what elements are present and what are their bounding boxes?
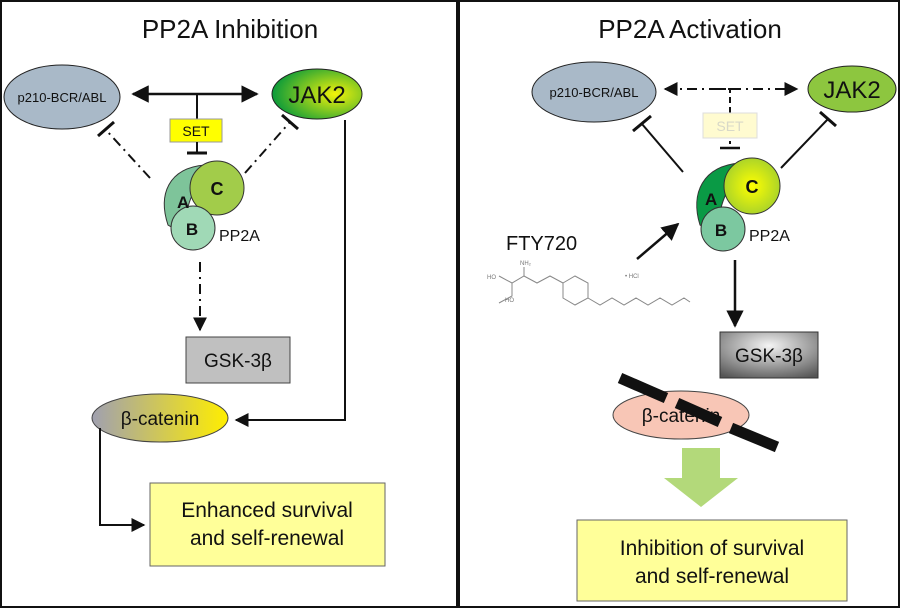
pp2a-c-label: C (746, 177, 759, 197)
green-block-arrow (664, 448, 738, 507)
beta-catenin-outcome-arrow (99, 428, 146, 532)
pp2a-complex-right: A C B PP2A (696, 157, 790, 252)
pp2a-p210-inhibit-line (641, 123, 684, 173)
right-title: PP2A Activation (598, 14, 782, 44)
p210-node: p210-BCR/ABL (3, 64, 121, 130)
fty720-structure: NH₂ HO HO • HCl (487, 261, 691, 306)
gsk-label: GSK-3β (735, 346, 803, 367)
gsk-node: GSK-3β (185, 336, 291, 384)
jak2-inhibit-bar-right (819, 110, 837, 128)
left-title: PP2A Inhibition (142, 14, 318, 44)
p210-label: p210-BCR/ABL (550, 85, 639, 100)
pp2a-a-label: A (177, 193, 189, 212)
pp2a-complex: A C B PP2A (163, 160, 260, 251)
beta-catenin-label: β-catenin (121, 409, 200, 430)
gsk-node-right: GSK-3β (719, 331, 819, 379)
pp2a-label: PP2A (749, 228, 790, 245)
outcome-box-right: Inhibition of survival and self-renewal (576, 519, 848, 602)
outcome-line-1: Enhanced survival (181, 499, 353, 522)
set-label: SET (716, 118, 744, 134)
jak2-beta-catenin-arrow (234, 120, 346, 427)
outcome-line-2: and self-renewal (190, 527, 344, 550)
nh2-label: NH₂ (520, 261, 532, 267)
p210-label: p210-BCR/ABL (18, 90, 107, 105)
p210-inhibit-bar (97, 120, 115, 138)
p210-inhibit-bar-right (632, 114, 652, 133)
pp2a-label: PP2A (219, 228, 260, 245)
set-node-faded: SET (702, 112, 758, 139)
pp2a-b-label: B (186, 220, 198, 239)
left-panel: PP2A Inhibition p210-BCR/ABL JAK2 SET A (3, 14, 386, 567)
hcl-label: • HCl (625, 274, 639, 280)
set-node: SET (169, 118, 223, 143)
beta-catenin-node: β-catenin (91, 393, 229, 443)
jak2-label: JAK2 (823, 77, 880, 104)
fty720-activation-arrow (636, 222, 680, 260)
ho-label-1: HO (487, 275, 496, 281)
beta-catenin-strikethrough (617, 372, 780, 453)
outcome-box-left: Enhanced survival and self-renewal (149, 482, 386, 567)
pp2a-a-label: A (705, 190, 717, 209)
fty720-label: FTY720 (506, 233, 577, 255)
jak2-label: JAK2 (288, 82, 345, 109)
outcome-line-2: and self-renewal (635, 565, 789, 588)
ho-label-2: HO (505, 298, 514, 304)
pp2a-c-label: C (211, 179, 224, 199)
right-panel: PP2A Activation p210-BCR/ABL JAK2 SET A … (487, 14, 897, 602)
beta-catenin-node-right: β-catenin (612, 390, 750, 440)
set-connector-right (718, 88, 731, 113)
pp2a-b-label: B (715, 221, 727, 240)
pp2a-jak2-inhibit-line (780, 118, 829, 169)
outcome-line-1: Inhibition of survival (620, 537, 804, 560)
jak2-node: JAK2 (271, 68, 363, 120)
set-label: SET (182, 123, 210, 139)
jak2-inhibit-bar (281, 113, 299, 131)
p210-node-right: p210-BCR/ABL (531, 61, 657, 123)
gsk-label: GSK-3β (204, 351, 272, 372)
jak2-node-right: JAK2 (807, 65, 897, 113)
